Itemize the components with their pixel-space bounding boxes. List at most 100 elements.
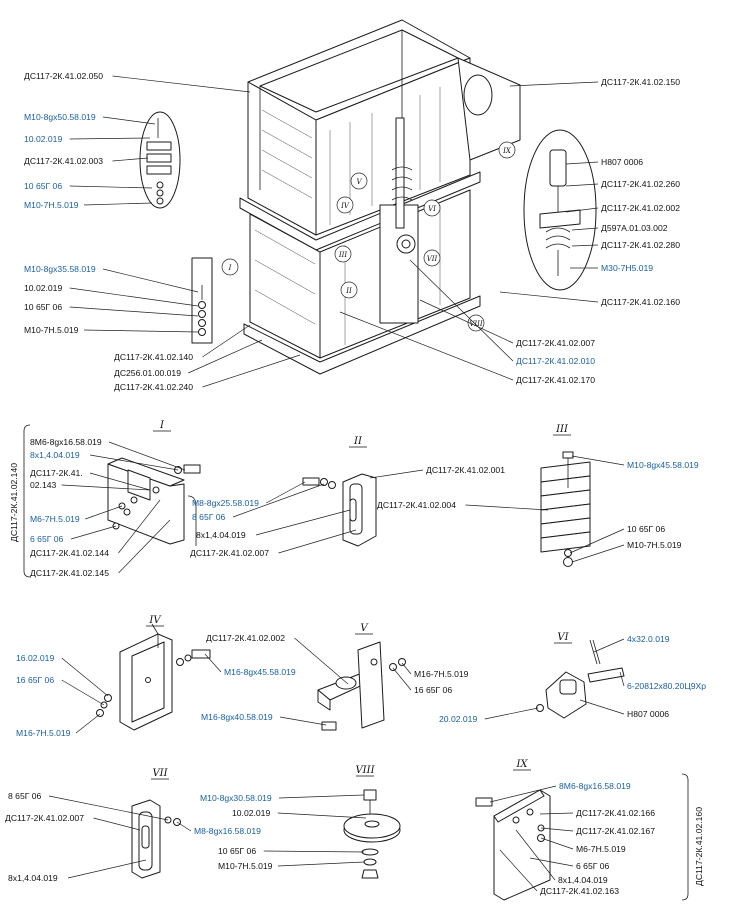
callout-numeral-c3: III (338, 251, 348, 259)
part-label-spring-washer-10b: 10 65Г 06 (24, 302, 62, 312)
part-label-washer-10b: 10.02.019 (24, 283, 62, 293)
leader-line (112, 75, 251, 93)
part-label-vii-007: ДС117-2К.41.02.007 (5, 813, 84, 823)
detail-caption-VI: VI (557, 632, 569, 643)
part-label-ii-rivet: 8х1,4.04.019 (196, 530, 246, 540)
detail-caption-III: III (555, 424, 569, 435)
leader-line (277, 861, 365, 867)
part-label-vii-rivet: 8х1,4.04.019 (8, 873, 58, 883)
leader-line (540, 837, 574, 850)
callout-numeral-c6: VII (427, 255, 438, 263)
leader-line (489, 785, 557, 803)
leader-line (188, 339, 263, 374)
part-label-ix-group: ДС117-2К.41.02.160 (694, 807, 704, 886)
part-label-vi-pin: 4х32.0.019 (627, 634, 670, 644)
leader-line (69, 137, 151, 140)
leader-line (67, 859, 147, 879)
leader-line (118, 519, 171, 574)
part-label-v-spring: 16 65Г 06 (414, 685, 452, 695)
callout-numeral-c2: IV (340, 202, 350, 210)
part-label-i-part-a: ДС117-2К.41. (30, 468, 83, 478)
leader-lines (48, 75, 625, 892)
leader-line (571, 244, 599, 247)
part-label-nut-m10b: М10-7Н.5.019 (24, 325, 79, 335)
leader-line (202, 324, 251, 358)
leader-line (392, 667, 412, 691)
callout-numeral-c1: V (356, 178, 362, 186)
part-label-d597a: Д597А.01.03.002 (601, 223, 668, 233)
part-label-main-002: ДС117-2К.41.02.002 (601, 203, 680, 213)
leader-line (278, 794, 365, 799)
detail-caption-I: I (159, 420, 165, 431)
leader-line (565, 161, 599, 165)
part-label-main-007: ДС117-2К.41.02.007 (516, 338, 595, 348)
leader-line (69, 185, 153, 189)
leader-line (61, 657, 109, 697)
callout-numeral-c7: VIII (469, 320, 483, 328)
detail-caption-IV: IV (148, 615, 162, 626)
leader-line (571, 544, 625, 563)
part-label-ds256: ДС256.01.00.019 (114, 368, 181, 378)
part-label-ix-167: ДС117-2К.41.02.167 (576, 826, 655, 836)
leader-line (409, 259, 514, 362)
part-label-viii-spring: 10 65Г 06 (218, 846, 256, 856)
leader-line (69, 287, 199, 307)
part-label-n807: Н807 0006 (601, 157, 643, 167)
part-label-vii-bolt: М8-8gх16.58.019 (194, 826, 261, 836)
part-label-viii-washer: 10.02.019 (232, 808, 270, 818)
leader-line (279, 716, 327, 726)
part-label-main-260: ДС117-2К.41.02.260 (601, 179, 680, 189)
leader-line (61, 679, 105, 706)
part-label-nut-m30: М30-7Н5.019 (601, 263, 653, 273)
part-label-main-003: ДС117-2К.41.02.003 (24, 156, 103, 166)
part-label-iii-nut: М10-7Н.5.019 (627, 540, 682, 550)
part-label-main-housing-upper: ДС117-2К.41.02.050 (24, 71, 103, 81)
part-label-main-170: ДС117-2К.41.02.170 (516, 375, 595, 385)
leader-line (93, 817, 141, 831)
leader-line (102, 268, 199, 293)
part-label-i-144: ДС117-2К.41.02.144 (30, 548, 109, 558)
part-label-ix-rivet: 8х1,4.04.019 (558, 875, 608, 885)
leader-line (277, 812, 367, 819)
part-label-v-nut: М16-7Н.5.019 (414, 669, 469, 679)
part-label-iv-bolt: М16-8gх45.58.019 (224, 667, 296, 677)
leader-line (339, 311, 514, 381)
leader-line (263, 850, 365, 853)
part-label-bolt-m10-50: М10-8gх50.58.019 (24, 112, 96, 122)
part-label-ii-001: ДС117-2К.41.02.001 (426, 465, 505, 475)
part-label-iv-spring: 16 65Г 06 (16, 675, 54, 685)
part-label-vi-shaft: 6-20812х80.20Ц9Хр (627, 681, 706, 691)
part-label-i-145: ДС117-2К.41.02.145 (30, 568, 109, 578)
detail-VIII-drawing (343, 789, 401, 879)
part-label-iv-washer: 16.02.019 (16, 653, 54, 663)
part-label-main-140: ДС117-2К.41.02.140 (114, 352, 193, 362)
part-label-nut-m10: М10-7Н.5.019 (24, 200, 79, 210)
part-label-i-rivet: 8х1,4.04.019 (30, 450, 80, 460)
detail-II-drawing (302, 473, 377, 547)
part-label-i-spring-6: 6 65Г 06 (30, 534, 64, 544)
leader-line (232, 483, 325, 518)
part-label-viii-nut: М10-7Н.5.019 (218, 861, 273, 871)
leader-line (83, 329, 199, 333)
leader-line (75, 713, 101, 734)
part-label-iii-spring: 10 65Г 06 (627, 524, 665, 534)
group-brackets (23, 424, 689, 901)
part-label-main-280: ДС117-2К.41.02.280 (601, 240, 680, 250)
leader-line (89, 472, 151, 491)
detail-caption-VIII: VIII (355, 765, 375, 776)
part-label-ix-166: ДС117-2К.41.02.166 (576, 808, 655, 818)
callout-numeral-c5: VI (428, 205, 436, 213)
leader-line (69, 306, 199, 317)
leader-line (401, 662, 412, 675)
leader-line (61, 484, 151, 491)
part-label-iii-bolt-m10: М10-8gх45.58.019 (627, 460, 699, 470)
leader-line (499, 849, 538, 892)
leader-line (593, 638, 625, 653)
part-label-spring-washer-10: 10 65Г 06 (24, 181, 62, 191)
insert-drawings (139, 111, 597, 344)
part-label-vi-n807: Н807 0006 (627, 709, 669, 719)
detail-caption-VII: VII (152, 768, 168, 779)
part-label-v-bolt: М16-8gх40.58.019 (201, 712, 273, 722)
